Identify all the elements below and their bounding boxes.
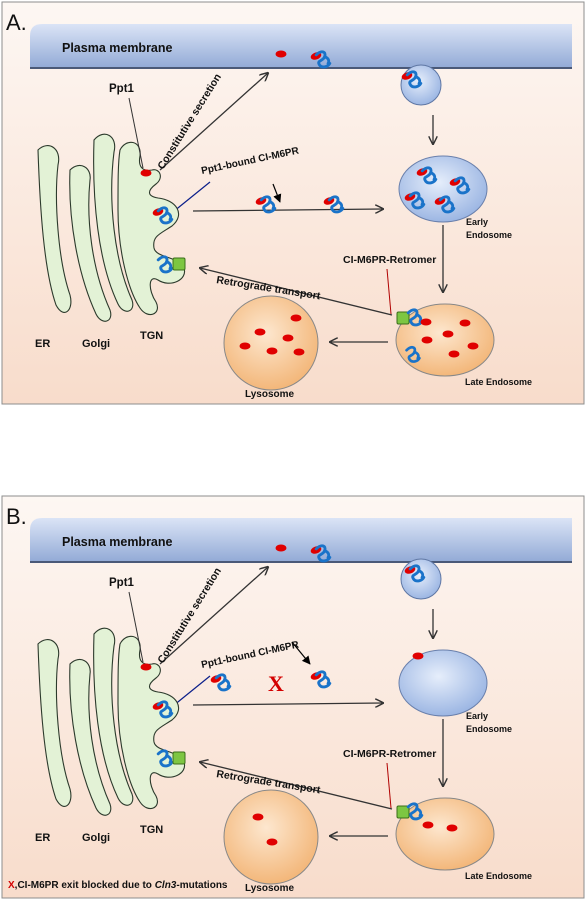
late-endosome-label: Late Endosome bbox=[465, 377, 532, 387]
lysosome-label: Lysosome bbox=[245, 883, 295, 894]
ppt1-dot bbox=[252, 813, 264, 821]
ppt1-pointer bbox=[128, 97, 144, 169]
ppt1-dot bbox=[266, 347, 278, 355]
golgi-cisterna bbox=[93, 627, 134, 806]
panel-letter: B. bbox=[6, 504, 27, 529]
tgn-to-early-arrow bbox=[192, 703, 383, 705]
ppt1-dot bbox=[282, 334, 294, 342]
lysosome-label: Lysosome bbox=[245, 389, 295, 400]
early-endosome-receptor bbox=[416, 166, 438, 185]
ppt1-dot bbox=[239, 342, 251, 350]
transit-receptor bbox=[255, 195, 277, 214]
ppt1-dot bbox=[446, 824, 458, 832]
retromer-label: CI-M6PR-Retromer bbox=[343, 254, 436, 266]
ppt1-dot bbox=[275, 544, 287, 552]
golgi-cisterna bbox=[69, 165, 112, 322]
early-endosome-label-1: Early bbox=[466, 217, 488, 227]
ppt1-label: Ppt1 bbox=[109, 83, 135, 95]
ppt1-dot bbox=[442, 330, 454, 338]
retromer-pointer bbox=[386, 268, 392, 315]
golgi-label: Golgi bbox=[82, 832, 110, 844]
tgn-bound-receptor bbox=[152, 206, 174, 225]
footnote-text-after: -mutations bbox=[176, 880, 228, 891]
ppt1-dot bbox=[421, 336, 433, 344]
panel-a: A. Plasma membraneEarlyEndosomeCI-M6PR-Re… bbox=[1, 1, 585, 405]
ppt1-dot bbox=[422, 821, 434, 829]
early-endosome-receptor bbox=[449, 176, 471, 195]
plasma-membrane-label: Plasma membrane bbox=[62, 535, 173, 549]
early-endosome-receptor bbox=[434, 195, 456, 214]
ppt1-pointer bbox=[128, 591, 144, 663]
tgn-label: TGN bbox=[140, 824, 163, 836]
ppt1-bound-pointer-2 bbox=[272, 183, 282, 203]
er-label: ER bbox=[35, 832, 50, 844]
transit-receptor bbox=[310, 670, 332, 689]
tgn-to-early-arrow bbox=[192, 209, 383, 211]
er-organelle bbox=[37, 145, 72, 313]
ppt1-bound-pointer-2 bbox=[291, 641, 311, 665]
ppt1-dot bbox=[266, 838, 278, 846]
ppt1-dot bbox=[459, 319, 471, 327]
lysosome bbox=[223, 789, 319, 885]
ppt1-dot bbox=[293, 348, 305, 356]
ppt1-dot bbox=[448, 350, 460, 358]
vesicle-receptor bbox=[401, 70, 423, 89]
ppt1-label: Ppt1 bbox=[109, 577, 135, 589]
retromer-box bbox=[396, 805, 410, 819]
late-endosome bbox=[395, 303, 495, 377]
early-endosome bbox=[398, 649, 488, 717]
retromer-pointer bbox=[386, 762, 392, 809]
plasma-membrane bbox=[30, 24, 572, 68]
retromer-box bbox=[172, 751, 186, 765]
golgi-cisterna bbox=[93, 133, 134, 312]
footnote-gene: Cln3 bbox=[154, 880, 177, 891]
retromer-box bbox=[172, 257, 186, 271]
membrane-receptor bbox=[310, 544, 332, 563]
ppt1-dot bbox=[275, 50, 287, 58]
er-label: ER bbox=[35, 338, 50, 350]
ppt1-dot bbox=[140, 663, 152, 671]
early-endosome-receptor bbox=[404, 191, 426, 210]
constitutive-secretion-arrow bbox=[159, 567, 268, 665]
ppt1-dot bbox=[290, 314, 302, 322]
panel-b: B. Plasma membraneEarlyEndosomeCI-M6PR-Re… bbox=[1, 495, 585, 899]
transit-receptor bbox=[323, 195, 345, 214]
plasma-membrane bbox=[30, 518, 572, 562]
early-endosome-label-2: Endosome bbox=[466, 724, 512, 734]
late-endosome-label: Late Endosome bbox=[465, 871, 532, 881]
vesicle-receptor bbox=[404, 564, 426, 583]
golgi-cisterna bbox=[69, 659, 112, 816]
tgn-label: TGN bbox=[140, 330, 163, 342]
retromer-label: CI-M6PR-Retromer bbox=[343, 748, 436, 760]
late-endosome bbox=[395, 797, 495, 871]
er-organelle bbox=[37, 639, 72, 807]
retromer-box bbox=[396, 311, 410, 325]
early-endosome-label-1: Early bbox=[466, 711, 488, 721]
tgn-bound-receptor bbox=[152, 700, 174, 719]
block-mark: X bbox=[268, 671, 284, 696]
footnote-text-before: ,CI-M6PR exit blocked due to bbox=[14, 880, 155, 891]
early-endosome bbox=[398, 155, 488, 223]
early-endosome-label-2: Endosome bbox=[466, 230, 512, 240]
retrograde-arrow bbox=[200, 268, 393, 316]
ppt1-dot bbox=[140, 169, 152, 177]
footnote-block-mark: X bbox=[8, 880, 15, 891]
panel-letter: A. bbox=[6, 10, 27, 35]
golgi-label: Golgi bbox=[82, 338, 110, 350]
ppt1-dot bbox=[420, 318, 432, 326]
plasma-membrane-label: Plasma membrane bbox=[62, 41, 173, 55]
lysosome bbox=[223, 295, 319, 391]
retrograde-arrow bbox=[200, 762, 393, 810]
membrane-receptor bbox=[310, 50, 332, 69]
transit-receptor bbox=[210, 673, 232, 692]
ppt1-dot bbox=[412, 652, 424, 660]
ppt1-dot bbox=[467, 342, 479, 350]
ppt1-dot bbox=[254, 328, 266, 336]
footnote: X,CI-M6PR exit blocked due to Cln3-mutat… bbox=[8, 880, 227, 891]
constitutive-secretion-arrow bbox=[159, 73, 268, 171]
